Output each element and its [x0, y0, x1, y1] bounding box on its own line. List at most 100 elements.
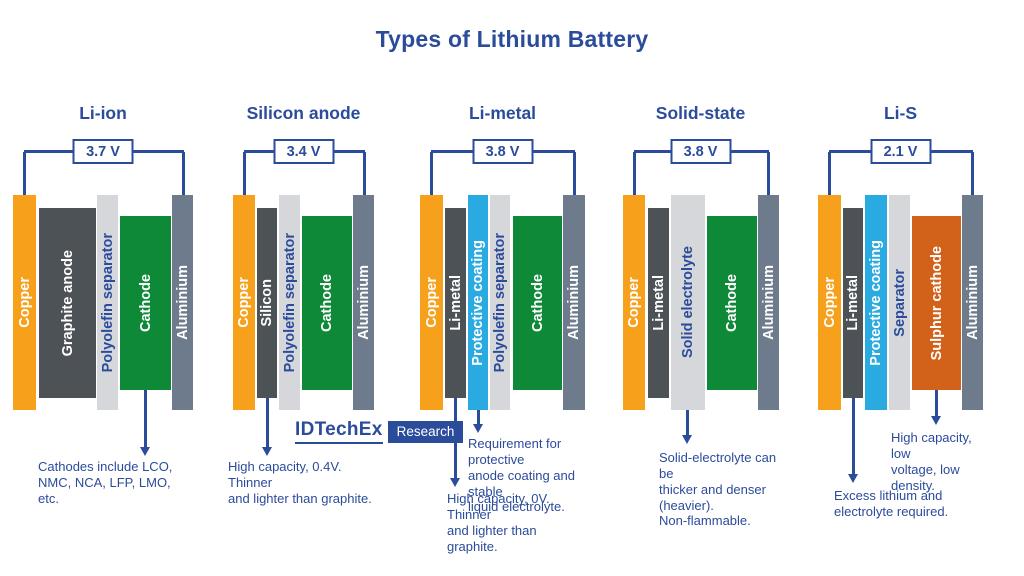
layer-label: Polyolefin separator	[281, 232, 298, 373]
layer-cathode: Cathode	[513, 216, 562, 390]
page-title: Types of Lithium Battery	[375, 26, 649, 52]
note-sulphur-cathode: High capacity, low voltage, low density.	[891, 430, 972, 493]
layer-label: Li-metal	[650, 275, 667, 331]
layer-copper: Copper	[623, 195, 645, 410]
layer-label: Cathode	[137, 274, 154, 332]
layer-label: Silicon	[259, 279, 275, 327]
layer-separator: Separator	[889, 195, 910, 410]
layer-cathode: Cathode	[120, 216, 171, 390]
voltage-box: 3.7 V	[72, 139, 134, 164]
annotation-arrow	[144, 390, 147, 448]
layer-label: Copper	[626, 277, 642, 328]
circuit-wire-right	[363, 152, 366, 196]
circuit-wire-left	[243, 152, 246, 196]
layer-label: Graphite anode	[59, 249, 76, 357]
layer-protective-coating: Protective coating	[468, 195, 488, 410]
layer-copper: Copper	[420, 195, 443, 410]
layer-aluminium: Aluminium	[563, 195, 585, 410]
layer-label: Li-metal	[447, 275, 464, 331]
layer-polyolefin-separator: Polyolefin separator	[97, 195, 118, 410]
voltage-box: 3.8 V	[472, 139, 533, 164]
circuit-wire-right	[767, 152, 770, 196]
circuit-wire-left	[828, 152, 831, 196]
layer-copper: Copper	[818, 195, 841, 410]
layer-li-metal: Li-metal	[843, 208, 863, 398]
circuit-wire-right	[182, 152, 185, 196]
circuit-wire-right	[971, 152, 974, 196]
battery-li-metal: Li-metal 3.8 V Copper Li-metal Protectiv…	[420, 0, 585, 576]
layer-label: Polyolefin separator	[492, 232, 508, 373]
layer-label: Separator	[891, 268, 908, 337]
layer-copper: Copper	[13, 195, 36, 410]
layer-sulphur-cathode: Sulphur cathode	[912, 216, 961, 390]
layer-copper: Copper	[233, 195, 255, 410]
layer-aluminium: Aluminium	[353, 195, 374, 410]
idtechex-brand-text: IDTechEx	[295, 419, 383, 444]
layer-protective-coating: Protective coating	[865, 195, 887, 410]
idtechex-logo: IDTechEx Research	[295, 419, 464, 444]
layer-label: Copper	[423, 277, 440, 328]
layer-aluminium: Aluminium	[172, 195, 193, 410]
annotation-arrow-sulphur	[935, 390, 938, 417]
annotation-arrowhead-icon	[473, 424, 483, 433]
layer-label: Copper	[821, 277, 838, 328]
battery-li-s: Li-S 2.1 V Copper Li-metal Protective co…	[818, 0, 983, 576]
layer-label: Cathode	[319, 274, 335, 332]
layer-polyolefin-separator: Polyolefin separator	[279, 195, 300, 410]
battery-name: Silicon anode	[246, 103, 361, 123]
layer-label: Aluminium	[355, 265, 372, 340]
layer-label: Cathode	[529, 274, 546, 332]
voltage-box: 3.8 V	[670, 139, 731, 164]
circuit-wire-left	[23, 152, 26, 196]
annotation-arrowhead-icon	[450, 478, 460, 487]
battery-silicon-anode: Silicon anode 3.4 V Copper Silicon Polyo…	[228, 0, 374, 576]
layer-solid-electrolyte: Solid electrolyte	[671, 195, 705, 410]
annotation-arrow-li-metal	[852, 398, 855, 475]
battery-solid-state: Solid-state 3.8 V Copper Li-metal Solid …	[623, 0, 779, 576]
voltage-box: 3.4 V	[273, 139, 334, 164]
circuit-wire-left	[430, 152, 433, 196]
layer-li-metal: Li-metal	[648, 208, 669, 398]
annotation-arrowhead-icon	[140, 447, 150, 456]
layer-label: Protective coating	[868, 239, 884, 366]
layer-label: Protective coating	[470, 239, 486, 366]
layer-label: Polyolefin separator	[99, 232, 116, 373]
annotation-arrowhead-icon	[682, 435, 692, 444]
circuit-wire-left	[633, 152, 636, 196]
layer-cathode: Cathode	[707, 216, 757, 390]
layer-aluminium: Aluminium	[758, 195, 779, 410]
idtechex-research-badge: Research	[387, 420, 464, 443]
battery-li-ion: Li-ion 3.7 V Copper Graphite anode Polyo…	[13, 0, 193, 576]
layer-label: Aluminium	[566, 265, 582, 340]
annotation-arrowhead-icon	[931, 416, 941, 425]
battery-name: Li-ion	[79, 103, 127, 123]
circuit-wire-right	[573, 152, 576, 196]
layer-li-metal: Li-metal	[445, 208, 466, 398]
layer-cathode: Cathode	[302, 216, 352, 390]
layer-label: Copper	[16, 277, 33, 328]
layer-label: Sulphur cathode	[928, 245, 945, 361]
annotation-arrow	[686, 410, 689, 436]
layer-silicon: Silicon	[257, 208, 277, 398]
layer-label: Aluminium	[760, 265, 777, 340]
battery-name: Li-S	[883, 103, 918, 123]
annotation-arrow-coating	[477, 410, 480, 425]
annotation-arrow	[266, 398, 269, 448]
layer-polyolefin-separator: Polyolefin separator	[490, 195, 510, 410]
layer-aluminium: Aluminium	[962, 195, 983, 410]
layer-label: Aluminium	[174, 265, 191, 340]
note-solid-electrolyte: Solid-electrolyte can be thicker and den…	[659, 450, 777, 529]
battery-name: Solid-state	[655, 103, 746, 123]
note-cathode-types: Cathodes include LCO, NMC, NCA, LFP, LMO…	[38, 459, 173, 506]
note-li-metal: High capacity, 0V. Thinner and lighter t…	[447, 491, 550, 554]
layer-label: Cathode	[724, 274, 740, 332]
layer-label: Solid electrolyte	[680, 246, 696, 359]
note-protective-coating: Requirement for protective anode coating…	[468, 436, 575, 515]
note-excess-lithium: Excess lithium and electrolyte required.	[834, 488, 949, 519]
battery-name: Li-metal	[468, 103, 537, 123]
layer-label: Copper	[236, 277, 252, 328]
layer-label: Li-metal	[845, 275, 861, 331]
layer-graphite-anode: Graphite anode	[39, 208, 96, 398]
voltage-box: 2.1 V	[870, 139, 931, 164]
